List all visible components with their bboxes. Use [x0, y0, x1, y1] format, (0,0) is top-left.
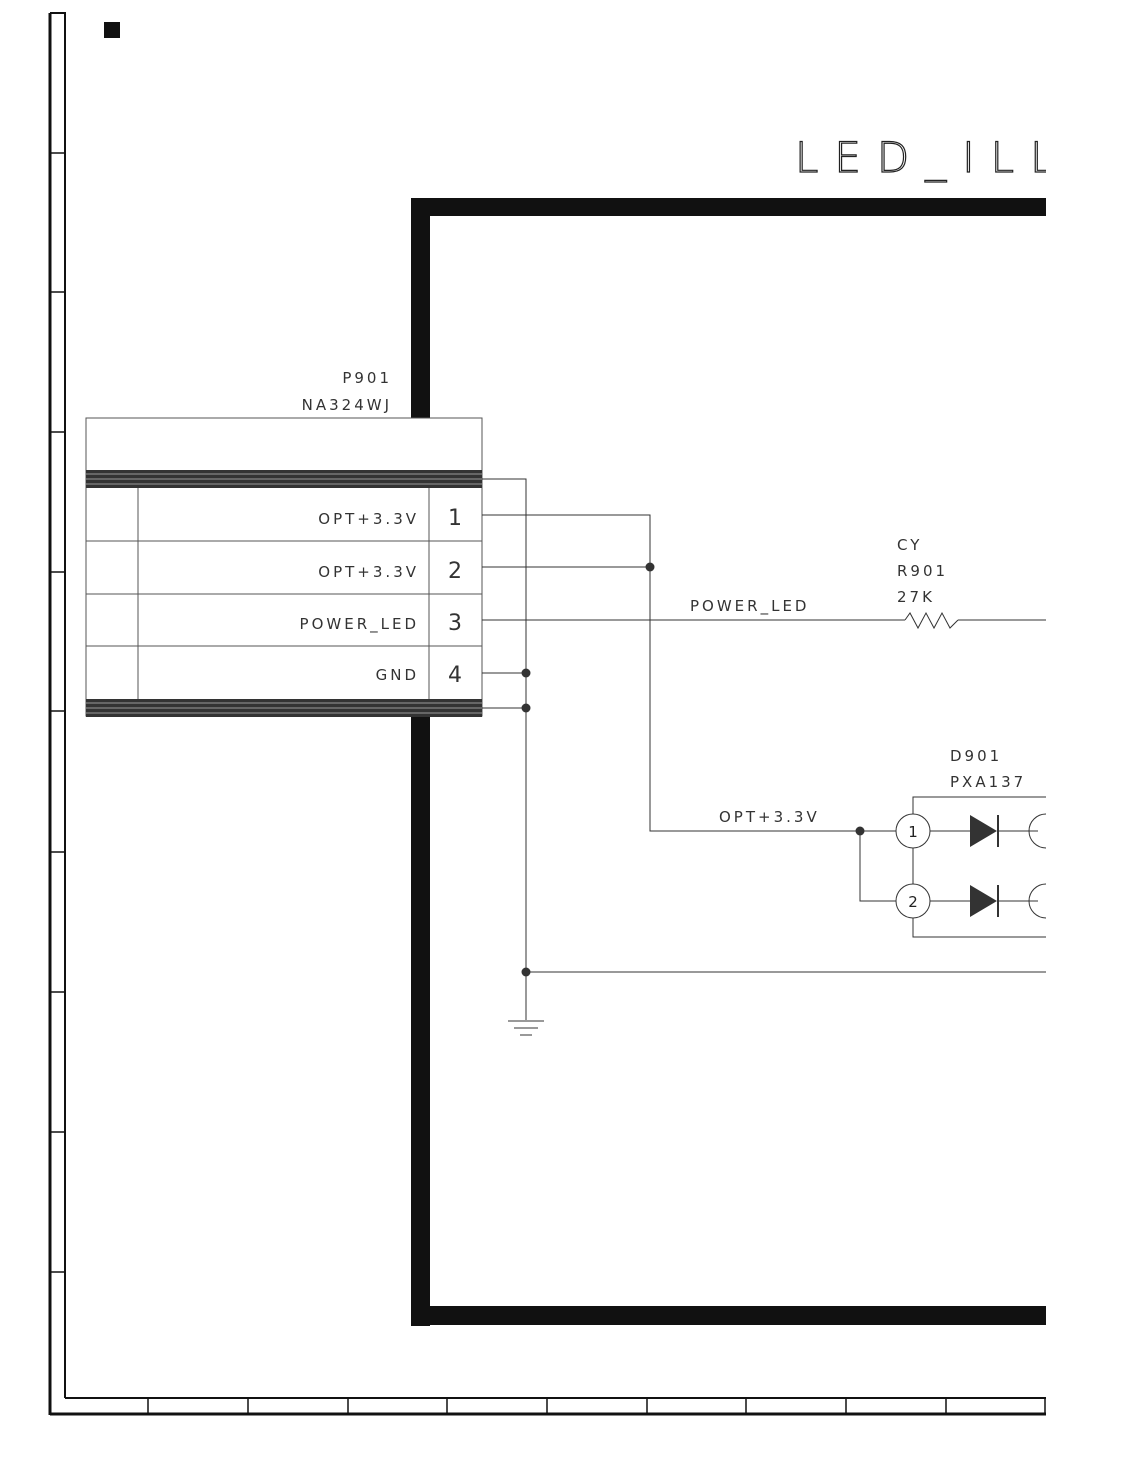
diode-icon [930, 885, 1038, 917]
junction-dot [645, 562, 655, 572]
resistor-r901: CY R901 27K [897, 536, 959, 630]
pin-4-number: 4 [448, 663, 462, 688]
connector-bottom-bar [86, 699, 482, 717]
connector-part: NA324WJ [302, 396, 392, 414]
led-body-top [912, 796, 1046, 814]
diode-icon [930, 815, 1038, 847]
net-label-opt-33v: OPT+3.3V [719, 808, 820, 826]
pin-1-label: OPT+3.3V [318, 510, 419, 528]
page-frame [48, 12, 1046, 1416]
partial-pin-circle [1028, 813, 1047, 849]
resistor-ref: R901 [897, 562, 948, 580]
page-crop-mask [1046, 0, 1134, 1472]
ground-bus-wire [482, 478, 527, 1020]
resistor-prefix: CY [897, 536, 922, 554]
pin-4-label: GND [376, 666, 419, 684]
junction-dot [521, 668, 531, 678]
pin-2-label: OPT+3.3V [318, 563, 419, 581]
partial-pin-circle [1028, 883, 1047, 919]
connector-ref: P901 [342, 369, 392, 387]
connector-p901: P901 NA324WJ OPT+3.3V OPT+3.3V POWER_LED… [85, 369, 483, 717]
junctions [521, 562, 865, 977]
pin-3-number: 3 [448, 611, 462, 636]
pin-2-number: 2 [448, 559, 462, 584]
opt-33v-wire [482, 514, 860, 832]
resistor-zigzag [904, 611, 959, 630]
connector-top-bar [86, 470, 482, 488]
led-pin-2-number: 2 [908, 893, 918, 911]
junction-dot [855, 826, 865, 836]
left-zone-ticks [50, 152, 65, 1273]
corner-square-marker [104, 22, 120, 38]
connector-body [85, 417, 483, 717]
pin-1-number: 1 [448, 506, 462, 531]
led-branch-wire [859, 831, 897, 902]
pin-3-label: POWER_LED [300, 615, 419, 634]
bottom-zone-ticks [147, 1398, 1046, 1414]
board-outline [411, 198, 1046, 1326]
led-part: PXA137 [950, 773, 1026, 791]
led-d901: D901 PXA137 1 2 [895, 747, 1047, 938]
ground-symbol [508, 1020, 544, 1036]
led-body-bottom [912, 918, 1046, 938]
wires [482, 478, 1046, 1020]
led-ref: D901 [950, 747, 1002, 765]
led-pin-1-number: 1 [908, 823, 918, 841]
net-label-power-led: POWER_LED [690, 597, 809, 616]
junction-dot [521, 703, 531, 713]
resistor-value: 27K [897, 588, 935, 606]
block-title: LED_ILL [795, 133, 1069, 182]
junction-dot [521, 967, 531, 977]
